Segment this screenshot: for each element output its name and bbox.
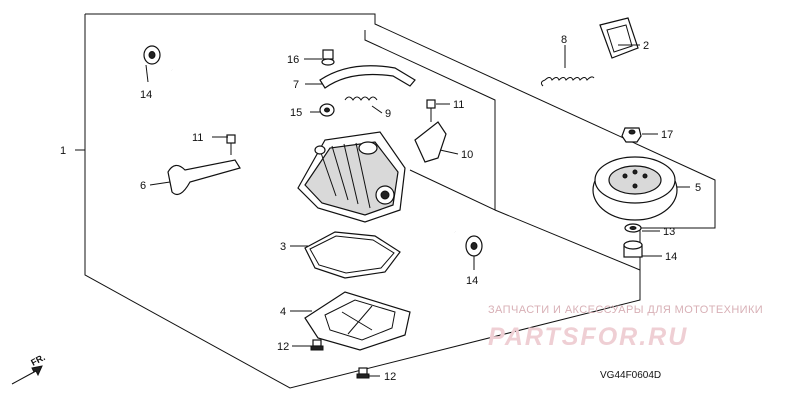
label-13: 13 <box>663 226 675 238</box>
gasket <box>304 231 401 279</box>
label-2: 2 <box>643 40 649 52</box>
label-1: 1 <box>60 145 66 157</box>
spring-8 <box>540 76 595 87</box>
leader-lines <box>149 44 690 377</box>
label-6: 6 <box>140 180 146 192</box>
washer-13 <box>624 223 642 233</box>
inner-outline <box>364 30 641 271</box>
label-3: 3 <box>280 241 286 253</box>
bracket-10 <box>414 99 447 163</box>
lever-link <box>319 49 416 89</box>
spring-9 <box>344 96 378 101</box>
label-16: 16 <box>287 54 299 66</box>
label-15: 15 <box>290 107 302 119</box>
label-11-left: 11 <box>192 132 203 144</box>
gear-case <box>297 131 406 223</box>
label-4: 4 <box>280 306 286 318</box>
watermark-brand: PARTSFOR.RU <box>488 323 688 351</box>
label-14-left: 14 <box>140 89 152 101</box>
watermark: ЗАПЧАСТИ И АКСЕССУАРЫ ДЛЯ МОТОТЕХНИКИ PA… <box>488 304 763 351</box>
label-10: 10 <box>461 149 473 161</box>
label-12-lower: 12 <box>384 371 396 383</box>
label-8: 8 <box>561 34 567 46</box>
label-12-upper: 12 <box>277 341 289 353</box>
bearing-14-right <box>623 240 643 258</box>
label-5: 5 <box>695 182 701 194</box>
collar-15 <box>319 103 335 117</box>
pulley <box>592 156 678 221</box>
label-17: 17 <box>661 129 673 141</box>
watermark-subtitle: ЗАПЧАСТИ И АКСЕССУАРЫ ДЛЯ МОТОТЕХНИКИ <box>488 304 763 316</box>
bearing-14-center <box>465 235 483 257</box>
callout-labels: 1 2 3 4 5 6 7 8 9 10 11 11 12 12 13 14 1… <box>60 34 701 383</box>
cover-plate <box>304 291 411 351</box>
front-direction-arrow: FR. <box>11 352 47 385</box>
label-14-center: 14 <box>466 275 478 287</box>
assembly-outline <box>75 13 716 389</box>
label-14-right: 14 <box>665 251 677 263</box>
label-7: 7 <box>293 79 299 91</box>
dust-cover <box>599 17 639 59</box>
axle-shaft <box>143 45 456 234</box>
label-11-right: 11 <box>453 99 464 111</box>
diagram-code: VG44F0604D <box>600 370 661 381</box>
front-direction-label: FR. <box>29 352 46 368</box>
bolt-12-lower <box>356 367 370 379</box>
label-9: 9 <box>385 108 391 120</box>
nut-17 <box>621 127 642 143</box>
shift-arm <box>167 134 241 195</box>
bolt-12-upper <box>310 339 324 351</box>
